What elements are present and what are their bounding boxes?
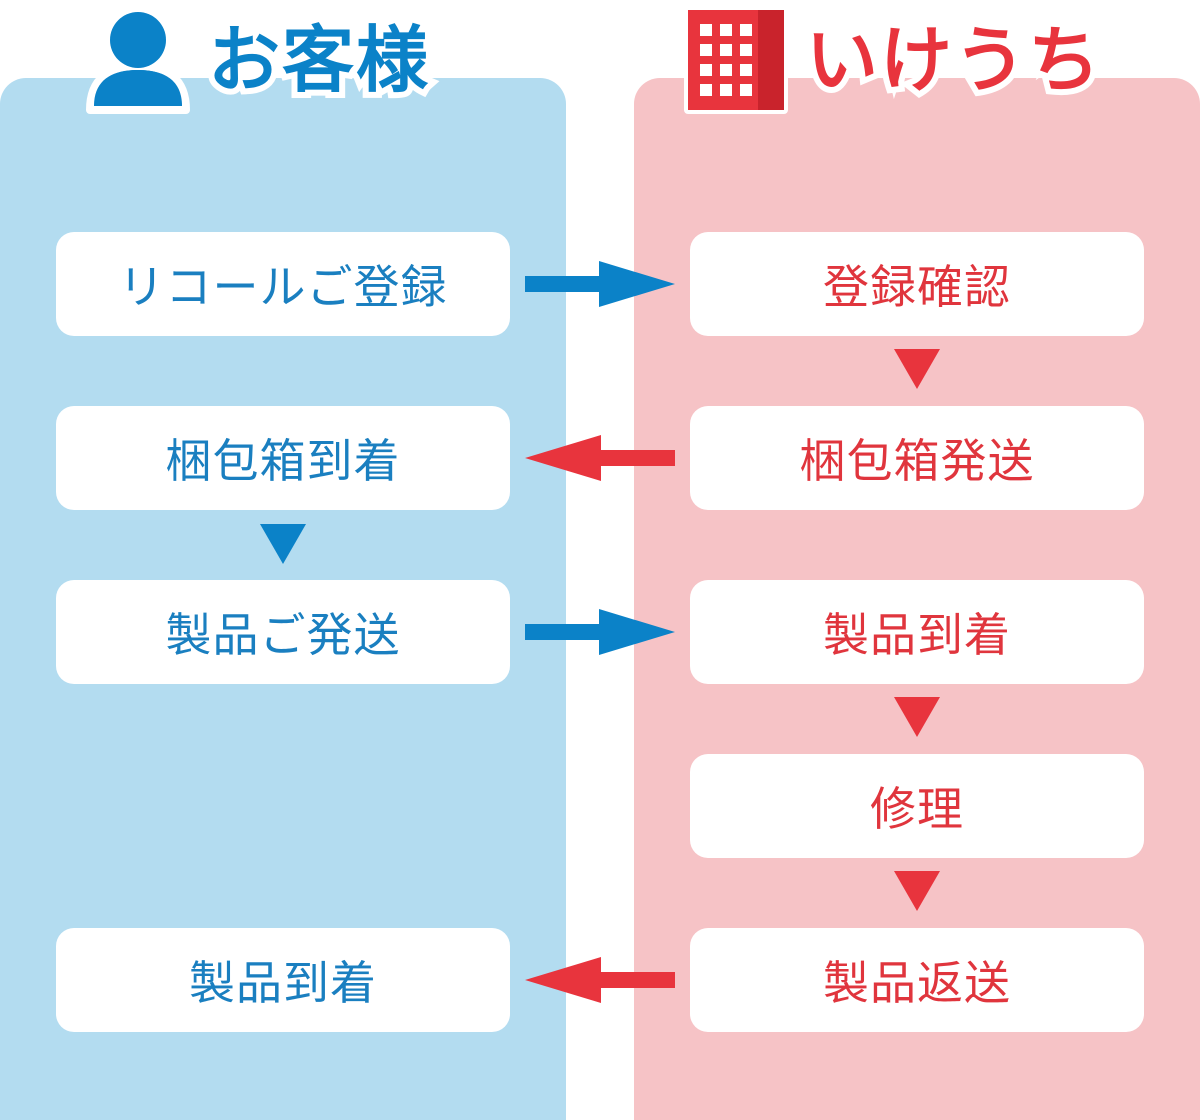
customer-lane-title: お客様 xyxy=(202,18,434,102)
customer-step-recall-registration: リコールご登録 xyxy=(56,232,510,336)
person-icon xyxy=(86,8,190,114)
arrow-left-icon xyxy=(525,957,675,1003)
down-triangle-icon xyxy=(894,871,940,911)
company-lane-header: いけうち xyxy=(680,6,1106,114)
company-step-repair: 修理 xyxy=(690,754,1144,858)
down-triangle-icon xyxy=(260,524,306,564)
arrow-right-icon xyxy=(525,261,675,307)
arrow-right-icon xyxy=(525,609,675,655)
company-step-product-return: 製品返送 xyxy=(690,928,1144,1032)
company-step-registration-check: 登録確認 xyxy=(690,232,1144,336)
company-lane-title: いけうち xyxy=(800,18,1106,102)
down-triangle-icon xyxy=(894,697,940,737)
customer-step-product-arrival: 製品到着 xyxy=(56,928,510,1032)
building-icon xyxy=(684,6,788,114)
down-triangle-icon xyxy=(894,349,940,389)
company-step-box-shipping: 梱包箱発送 xyxy=(690,406,1144,510)
arrow-left-icon xyxy=(525,435,675,481)
customer-step-product-shipping: 製品ご発送 xyxy=(56,580,510,684)
customer-step-box-arrival: 梱包箱到着 xyxy=(56,406,510,510)
customer-lane-header: お客様 xyxy=(82,8,434,114)
company-step-product-arrival: 製品到着 xyxy=(690,580,1144,684)
